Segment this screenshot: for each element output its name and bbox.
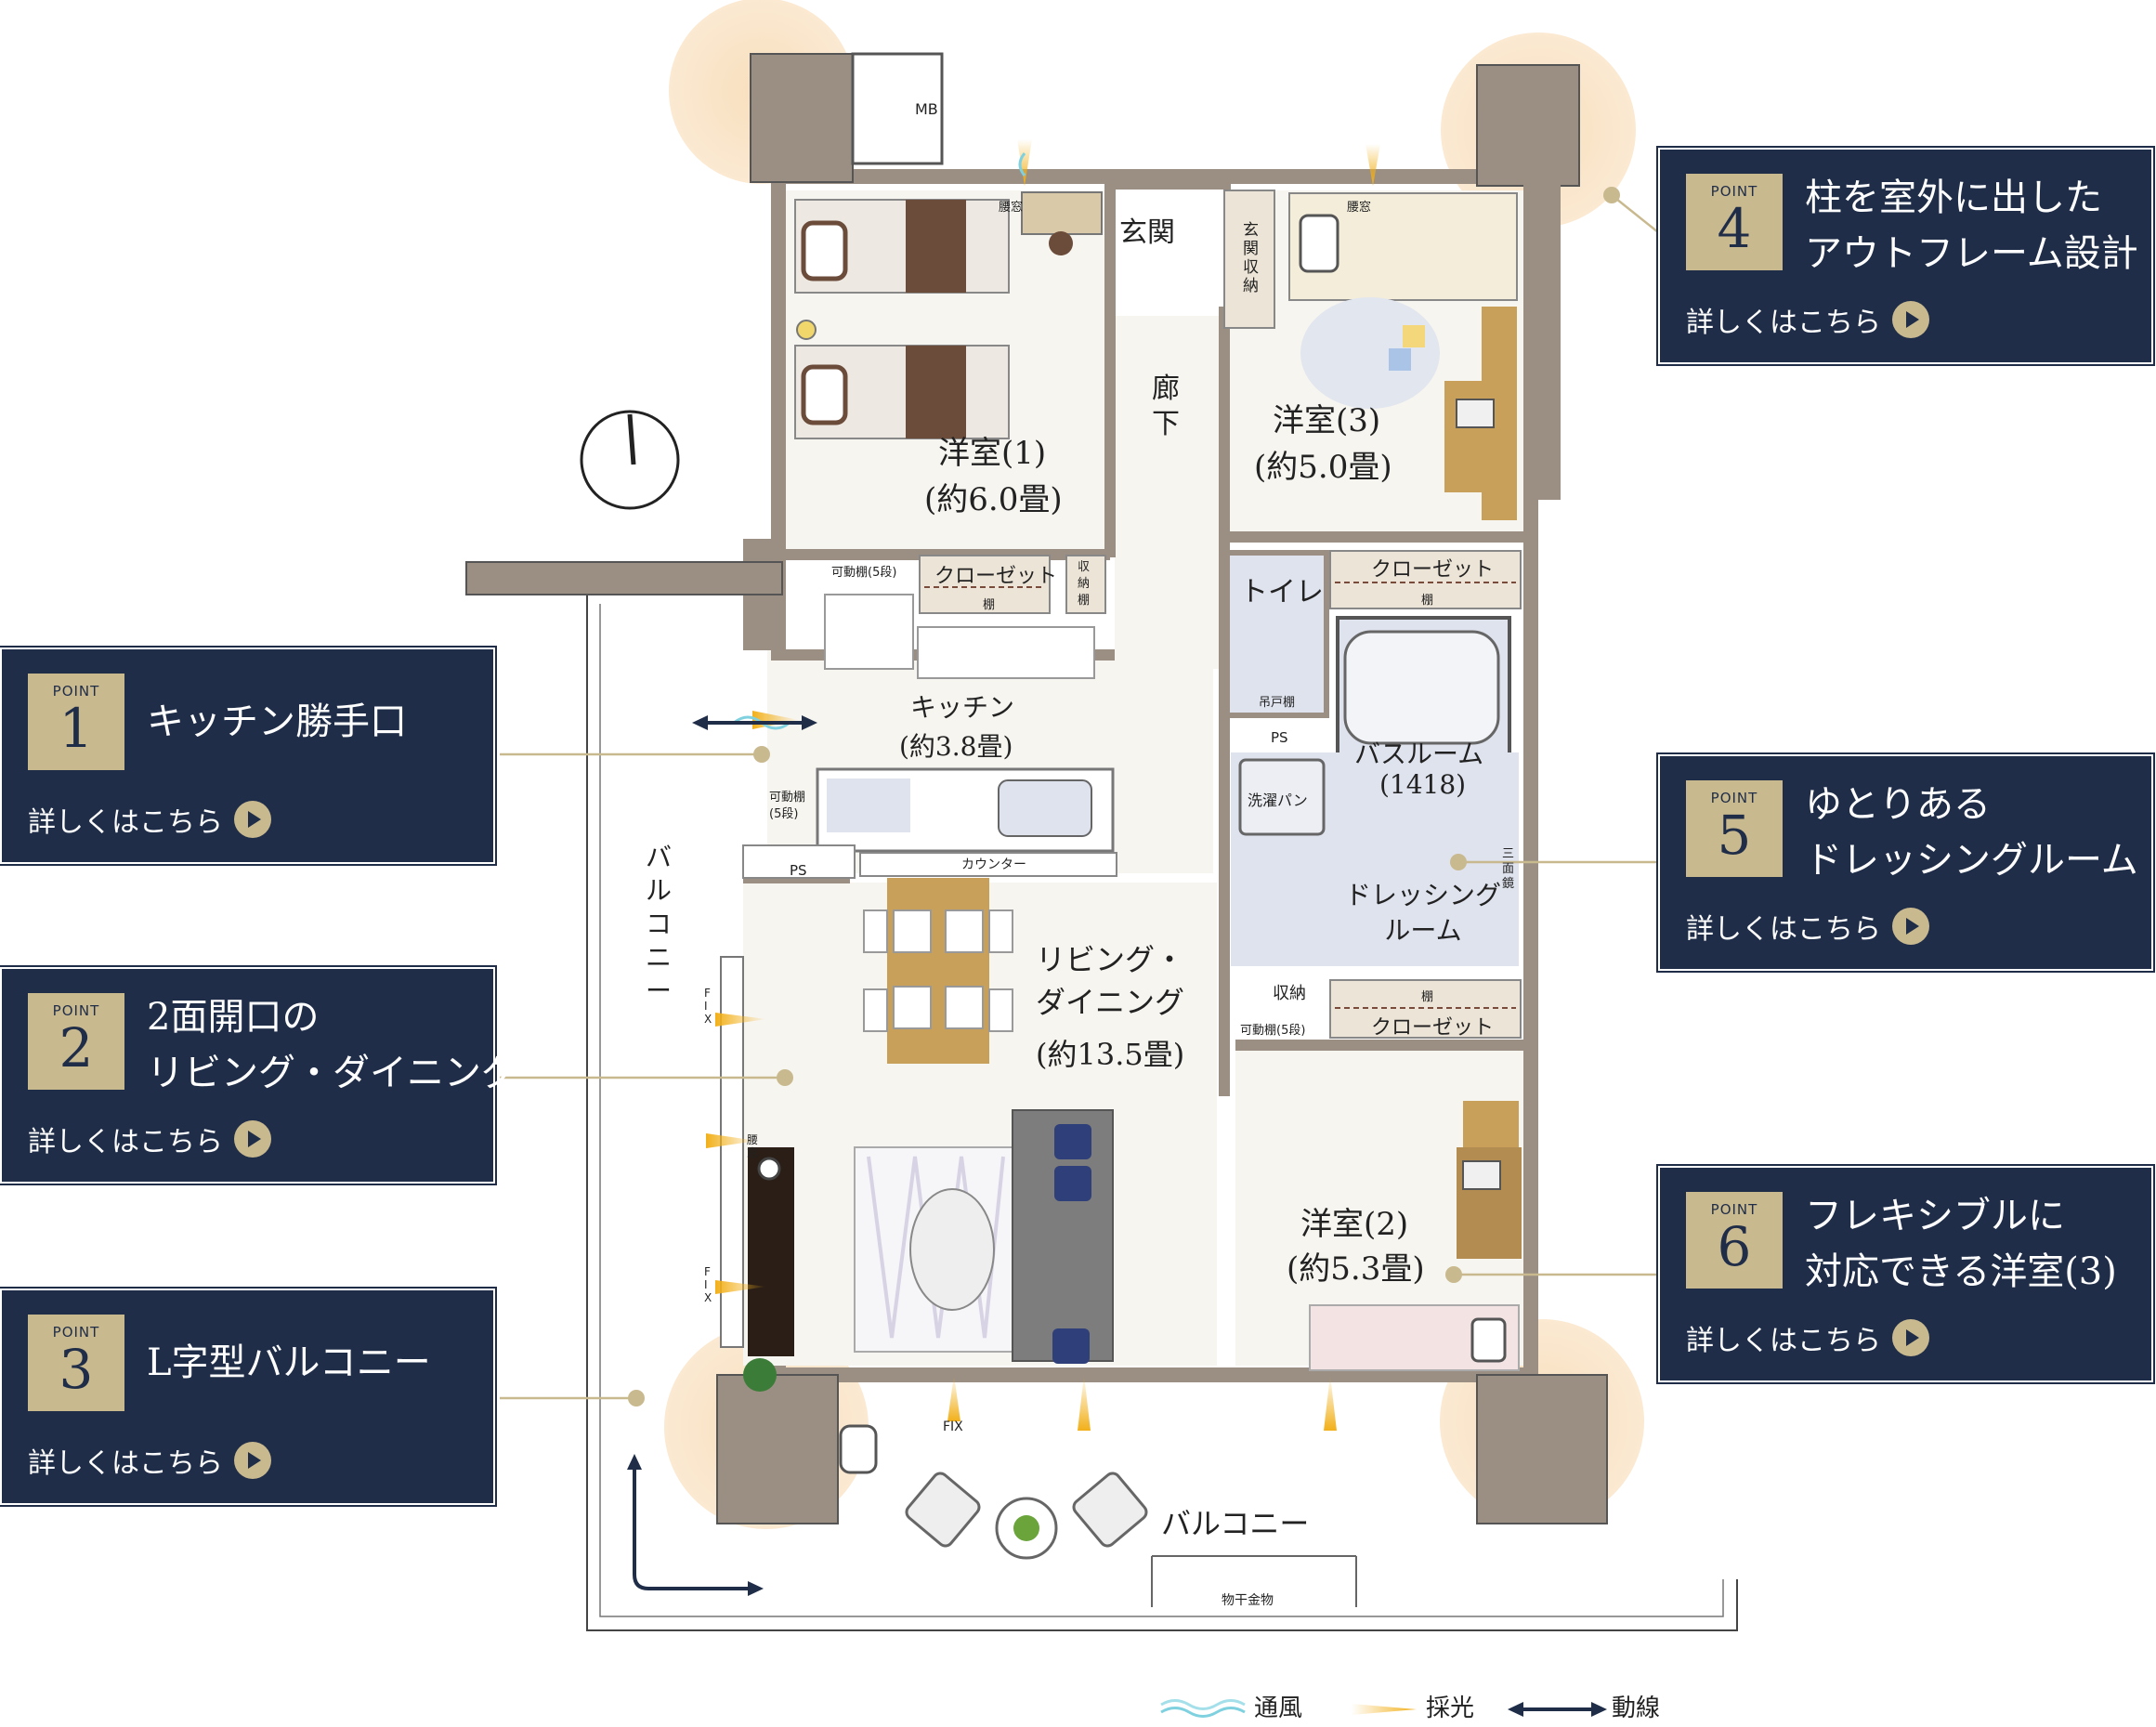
point-3-title: L字型バルコニー bbox=[147, 1341, 431, 1384]
fix-label-1: F I X bbox=[704, 987, 712, 1026]
room3-size: (約5.0畳) bbox=[1254, 449, 1392, 486]
waist-window-ld: 腰 窓 bbox=[747, 1133, 759, 1159]
shelf5-room1: 可動棚(5段) bbox=[831, 566, 897, 580]
toilet-label: トイレ bbox=[1240, 576, 1324, 608]
room2-size: (約5.3畳) bbox=[1287, 1250, 1425, 1288]
legend-circulation: 動線 bbox=[1612, 1694, 1661, 1722]
left-wall-stub bbox=[465, 561, 783, 595]
closet-room2: クローゼット bbox=[1371, 1016, 1495, 1040]
room2-name: 洋室(2) bbox=[1300, 1206, 1409, 1243]
bath-name: バスルーム bbox=[1354, 739, 1484, 769]
hall-floor bbox=[1115, 316, 1226, 669]
shelf-room1: 棚 bbox=[983, 598, 996, 612]
waist-window-room1: 腰窓 bbox=[999, 201, 1024, 215]
play-icon bbox=[234, 1120, 271, 1158]
balcony-outline bbox=[586, 595, 1738, 1631]
mb-label: MB bbox=[915, 100, 938, 118]
bath-size: (1418) bbox=[1379, 769, 1467, 800]
pillar-bottom-left bbox=[716, 1374, 839, 1524]
kitchen-name: キッチン bbox=[910, 692, 1015, 723]
shelf5-kitchen: 可動棚 (5段) bbox=[769, 791, 806, 821]
pillar-top-right bbox=[1476, 64, 1580, 187]
point-6-more-link[interactable]: 詳しくはこちら bbox=[1686, 1317, 1929, 1358]
point-5-more-link[interactable]: 詳しくはこちら bbox=[1686, 906, 1929, 947]
closet-room3: クローゼット bbox=[1371, 558, 1495, 582]
mirror-label: 三 面 鏡 bbox=[1502, 847, 1515, 891]
pillar-top-left bbox=[750, 53, 854, 183]
play-icon bbox=[1892, 1319, 1929, 1356]
hallway-label: 廊 下 bbox=[1152, 373, 1180, 440]
storage-shelf-small: 収 納 棚 bbox=[1078, 560, 1091, 608]
clothes-hanger-label: 物干金物 bbox=[1222, 1593, 1274, 1608]
room1-name: 洋室(1) bbox=[938, 435, 1047, 472]
play-icon bbox=[1892, 301, 1929, 338]
mb-box bbox=[851, 52, 944, 165]
room3-name: 洋室(3) bbox=[1273, 402, 1381, 439]
toilet-floor bbox=[1222, 550, 1329, 718]
ps-dressing: PS bbox=[1271, 729, 1288, 746]
shelf-room2: 棚 bbox=[1421, 990, 1434, 1004]
point-4-title: 柱を室外に出した アウトフレーム設計 bbox=[1805, 177, 2138, 275]
point-2-title: 2面開口の リビング・ダイニング bbox=[147, 996, 518, 1094]
compass bbox=[580, 410, 680, 510]
point-4-more-link[interactable]: 詳しくはこちら bbox=[1686, 299, 1929, 340]
waist-window-room3: 腰窓 bbox=[1347, 201, 1372, 215]
kitchen-size: (約3.8畳) bbox=[899, 731, 1013, 762]
point-1-title: キッチン勝手口 bbox=[147, 700, 407, 743]
point-1-more-link[interactable]: 詳しくはこちら bbox=[28, 799, 271, 840]
balcony-side-label: バ ル コ ニ ー bbox=[646, 842, 673, 1006]
entrance-label: 玄関 bbox=[1119, 216, 1175, 249]
room1-size: (約6.0畳) bbox=[924, 481, 1063, 518]
play-icon bbox=[234, 1442, 271, 1479]
ps-kitchen: PS bbox=[790, 862, 807, 879]
pillar-bottom-right bbox=[1476, 1374, 1608, 1524]
closet-room1: クローゼット bbox=[934, 565, 1058, 588]
point-6-title: フレキシブルに 対応できる洋室(3) bbox=[1805, 1195, 2117, 1293]
point-2-more-link[interactable]: 詳しくはこちら bbox=[28, 1119, 271, 1159]
washing-pan-label: 洗濯パン bbox=[1248, 792, 1308, 809]
entrance-floor bbox=[1115, 184, 1226, 314]
hanging-shelf-label: 吊戸棚 bbox=[1259, 696, 1296, 710]
fix-label-bottom: FIX bbox=[943, 1420, 963, 1434]
balcony-bottom-label: バルコニー bbox=[1161, 1506, 1310, 1541]
legend-ventilation: 通風 bbox=[1254, 1694, 1303, 1722]
storage-wash: 収納 bbox=[1273, 984, 1306, 1003]
play-icon bbox=[1892, 908, 1929, 945]
living-size: (約13.5畳) bbox=[1036, 1037, 1185, 1072]
point-3-more-link[interactable]: 詳しくはこちら bbox=[28, 1440, 271, 1481]
entrance-storage-label: 玄 関 収 納 bbox=[1243, 221, 1259, 295]
shelf-room3: 棚 bbox=[1421, 594, 1434, 608]
play-icon bbox=[234, 801, 271, 838]
legend-lighting: 採光 bbox=[1426, 1694, 1475, 1722]
counter-label: カウンター bbox=[961, 857, 1026, 872]
fix-label-2: F I X bbox=[704, 1265, 712, 1304]
living-name: リビング・ ダイニング bbox=[1036, 942, 1185, 1020]
point-5-title: ゆとりある ドレッシングルーム bbox=[1805, 783, 2138, 882]
shelf5-room2: 可動棚(5段) bbox=[1240, 1024, 1306, 1038]
dressing-label: ドレッシング ルーム bbox=[1345, 880, 1502, 946]
